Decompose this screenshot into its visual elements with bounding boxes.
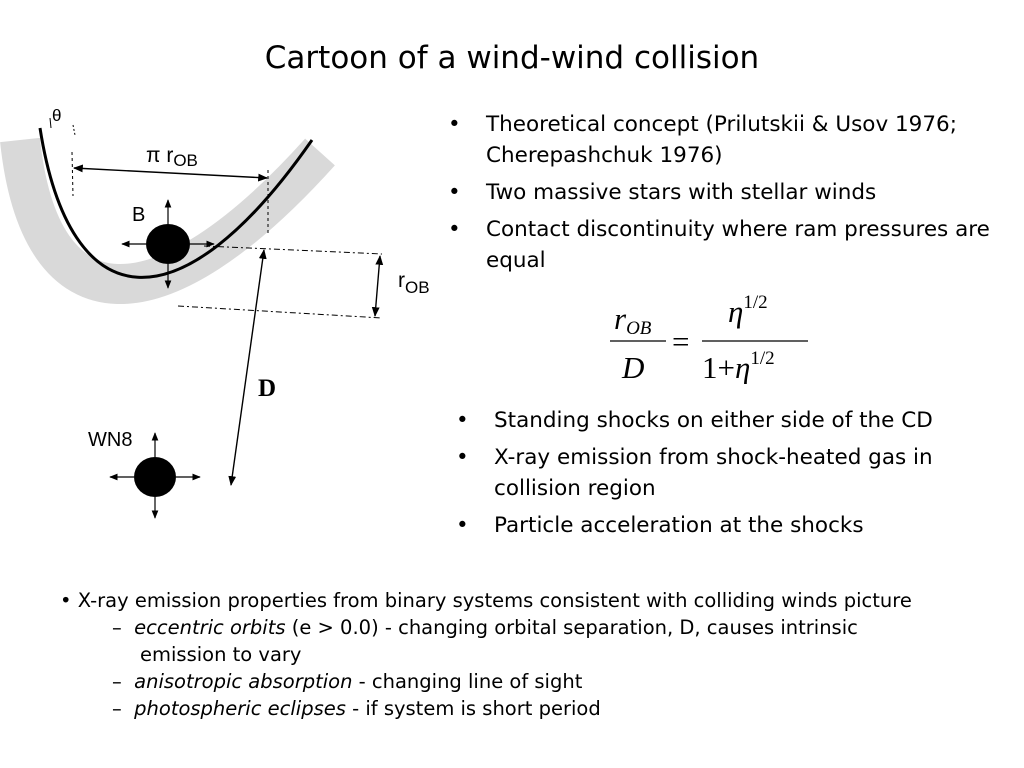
slide-title: Cartoon of a wind-wind collision: [264, 40, 760, 76]
wn8-star: [134, 457, 176, 497]
summary-main: • X-ray emission properties from binary …: [60, 589, 912, 612]
eq-equals: =: [672, 324, 689, 359]
rob-label: rOB: [398, 269, 430, 297]
wind-collision-diagram: θ π rOB B rOB D WN8: [0, 106, 430, 519]
bullet-item: Theoretical concept (Prilutskii & Usov 1…: [446, 109, 1016, 171]
separation-d-arrow: [228, 249, 267, 486]
bullet-item: X-ray emission from shock-heated gas in …: [454, 442, 1014, 504]
separation-d-label: D: [258, 375, 276, 402]
wn8-label: WN8: [88, 429, 132, 451]
summary-block: • X-ray emission properties from binary …: [60, 587, 912, 722]
eq-lhs-denominator: D: [621, 350, 644, 384]
concept-bullets: Theoretical concept (Prilutskii & Usov 1…: [446, 109, 1016, 282]
summary-continuation: emission to vary: [140, 643, 302, 666]
theta-tick: [49, 117, 52, 129]
bullet-item: Particle acceleration at the shocks: [454, 510, 1014, 541]
star-b-label: B: [132, 204, 145, 226]
bullet-item: Standing shocks on either side of the CD: [454, 405, 1014, 436]
eq-lhs-numerator: rOB: [614, 301, 652, 339]
star-b: [146, 224, 190, 264]
shock-bullets: Standing shocks on either side of the CD…: [454, 405, 1014, 547]
summary-subitem: – photospheric eclipses - if system is s…: [112, 697, 601, 720]
summary-subitem: – eccentric orbits (e > 0.0) - changing …: [112, 616, 858, 639]
shock-region-band: [0, 137, 335, 304]
ram-pressure-equation: rOB D = η1/2 1+η1/2: [610, 292, 808, 384]
pi-rob-dimension-arrow: [73, 164, 268, 182]
pi-rob-label: π rOB: [146, 144, 198, 170]
theta-label: θ: [52, 106, 61, 125]
bullet-item: Contact discontinuity where ram pressure…: [446, 214, 1016, 276]
eq-rhs-numerator: η1/2: [728, 292, 768, 329]
rob-dimension-arrow: [371, 255, 384, 317]
eq-rhs-denominator: 1+η1/2: [702, 348, 775, 384]
contact-discontinuity-curve: [38, 127, 314, 279]
bullet-item: Two massive stars with stellar winds: [446, 177, 1016, 208]
summary-subitem: – anisotropic absorption - changing line…: [112, 670, 583, 693]
